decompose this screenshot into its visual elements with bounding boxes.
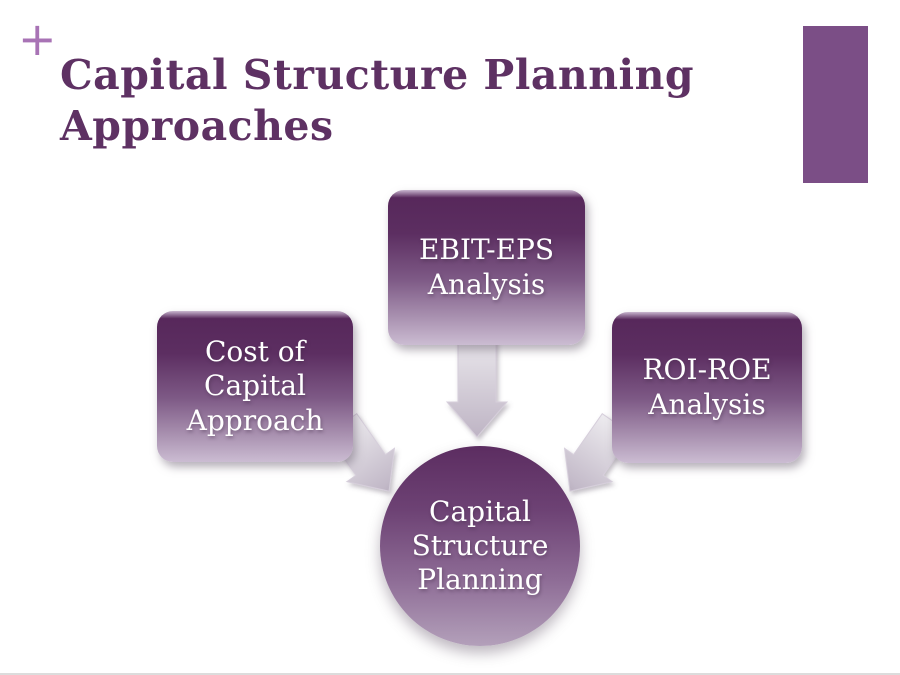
box-roi-roe: ROI-ROE Analysis [612,312,802,463]
arrow-down-center-icon [445,329,509,438]
plus-icon: + [18,12,57,66]
circle-line-3: Planning [417,563,543,597]
box-ebit-eps: EBIT-EPS Analysis [388,190,585,345]
page-title-line-2: Approaches [60,102,334,151]
page-title: Capital Structure Planning Approaches [60,50,780,153]
box-roi-line-2: Analysis [648,387,766,421]
box-cost-of-capital: Cost of Capital Approach [157,311,353,462]
page-title-line-1: Capital Structure Planning [60,51,695,99]
box-cost-line-1: Cost of [204,335,306,369]
center-circle-capital-structure-planning: Capital Structure Planning [380,446,580,646]
box-cost-line-3: Approach [186,403,324,437]
box-ebit-line-1: EBIT-EPS [418,233,555,267]
circle-line-2: Structure [411,528,549,562]
box-cost-line-2: Capital [204,369,306,403]
box-roi-line-1: ROI-ROE [642,353,772,387]
box-ebit-line-2: Analysis [427,267,546,301]
slide-bottom-edge [0,673,900,675]
circle-line-1: Capital [429,494,531,528]
accent-bar [803,26,868,183]
